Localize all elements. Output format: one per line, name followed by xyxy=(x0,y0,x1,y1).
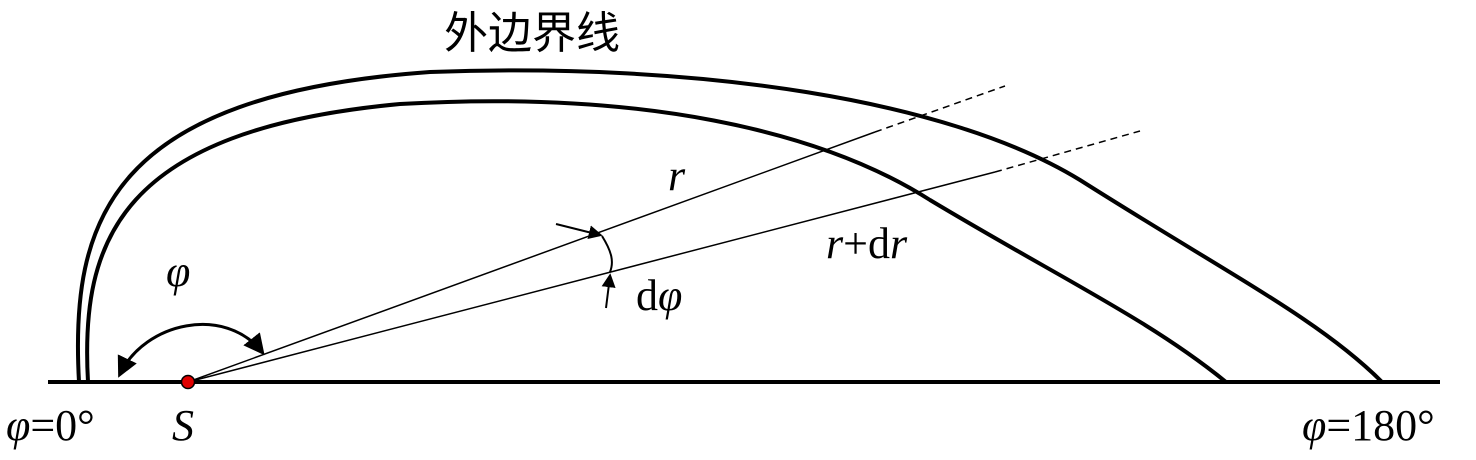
ray-r xyxy=(187,131,876,383)
dphi-upper-arrow xyxy=(555,223,603,240)
phi-180-label: φ=180° xyxy=(1302,401,1435,450)
dphi-lower-arrow xyxy=(601,273,616,309)
outer-boundary-curve xyxy=(75,68,1384,384)
r-label: r xyxy=(668,151,686,200)
inner-boundary-curve xyxy=(85,99,1228,384)
ray-r-extension xyxy=(874,85,1006,133)
phi-label: φ xyxy=(166,247,190,296)
source-point xyxy=(180,374,196,390)
ray-r-plus-dr xyxy=(187,171,996,383)
r-plus-dr-label: r+dr xyxy=(826,219,908,268)
source-label: S xyxy=(172,401,194,450)
phi-angle-arc xyxy=(117,322,265,378)
dphi-label: dφ xyxy=(636,271,682,320)
ray-r-plus-dr-extension xyxy=(994,130,1141,173)
dphi-angle-arc xyxy=(601,235,613,273)
diagram-title: 外边界线 xyxy=(444,8,620,59)
phi-zero-label: φ=0° xyxy=(6,401,95,450)
